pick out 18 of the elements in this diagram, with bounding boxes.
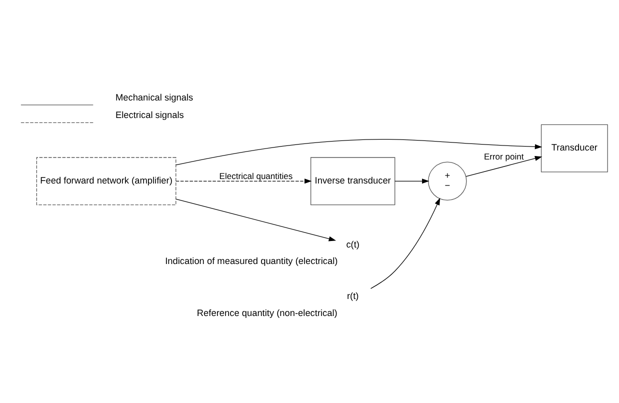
node-box: Transducer — [540, 124, 608, 172]
node-text: r(t) — [346, 291, 359, 302]
node-box: Inverse transducer — [310, 157, 396, 206]
node-label: Reference quantity (non-electrical) — [196, 308, 338, 318]
arrow — [370, 198, 440, 289]
legend-label: Electrical signals — [115, 110, 184, 120]
arrow — [176, 178, 312, 184]
arrow — [466, 156, 542, 177]
node-text: c(t) — [346, 239, 360, 250]
legend-label: Mechanical signals — [115, 92, 194, 103]
node-label: Indication of measured quantity (electrical) — [165, 256, 338, 266]
arrow — [176, 139, 542, 166]
edge-label: Electrical quantities — [219, 170, 293, 181]
arrow — [176, 198, 336, 242]
edge-label: Error point — [484, 152, 524, 162]
node-circle: + − — [428, 162, 467, 201]
arrow — [394, 178, 430, 184]
node-box: Feed forward network (amplifier) — [36, 157, 176, 206]
